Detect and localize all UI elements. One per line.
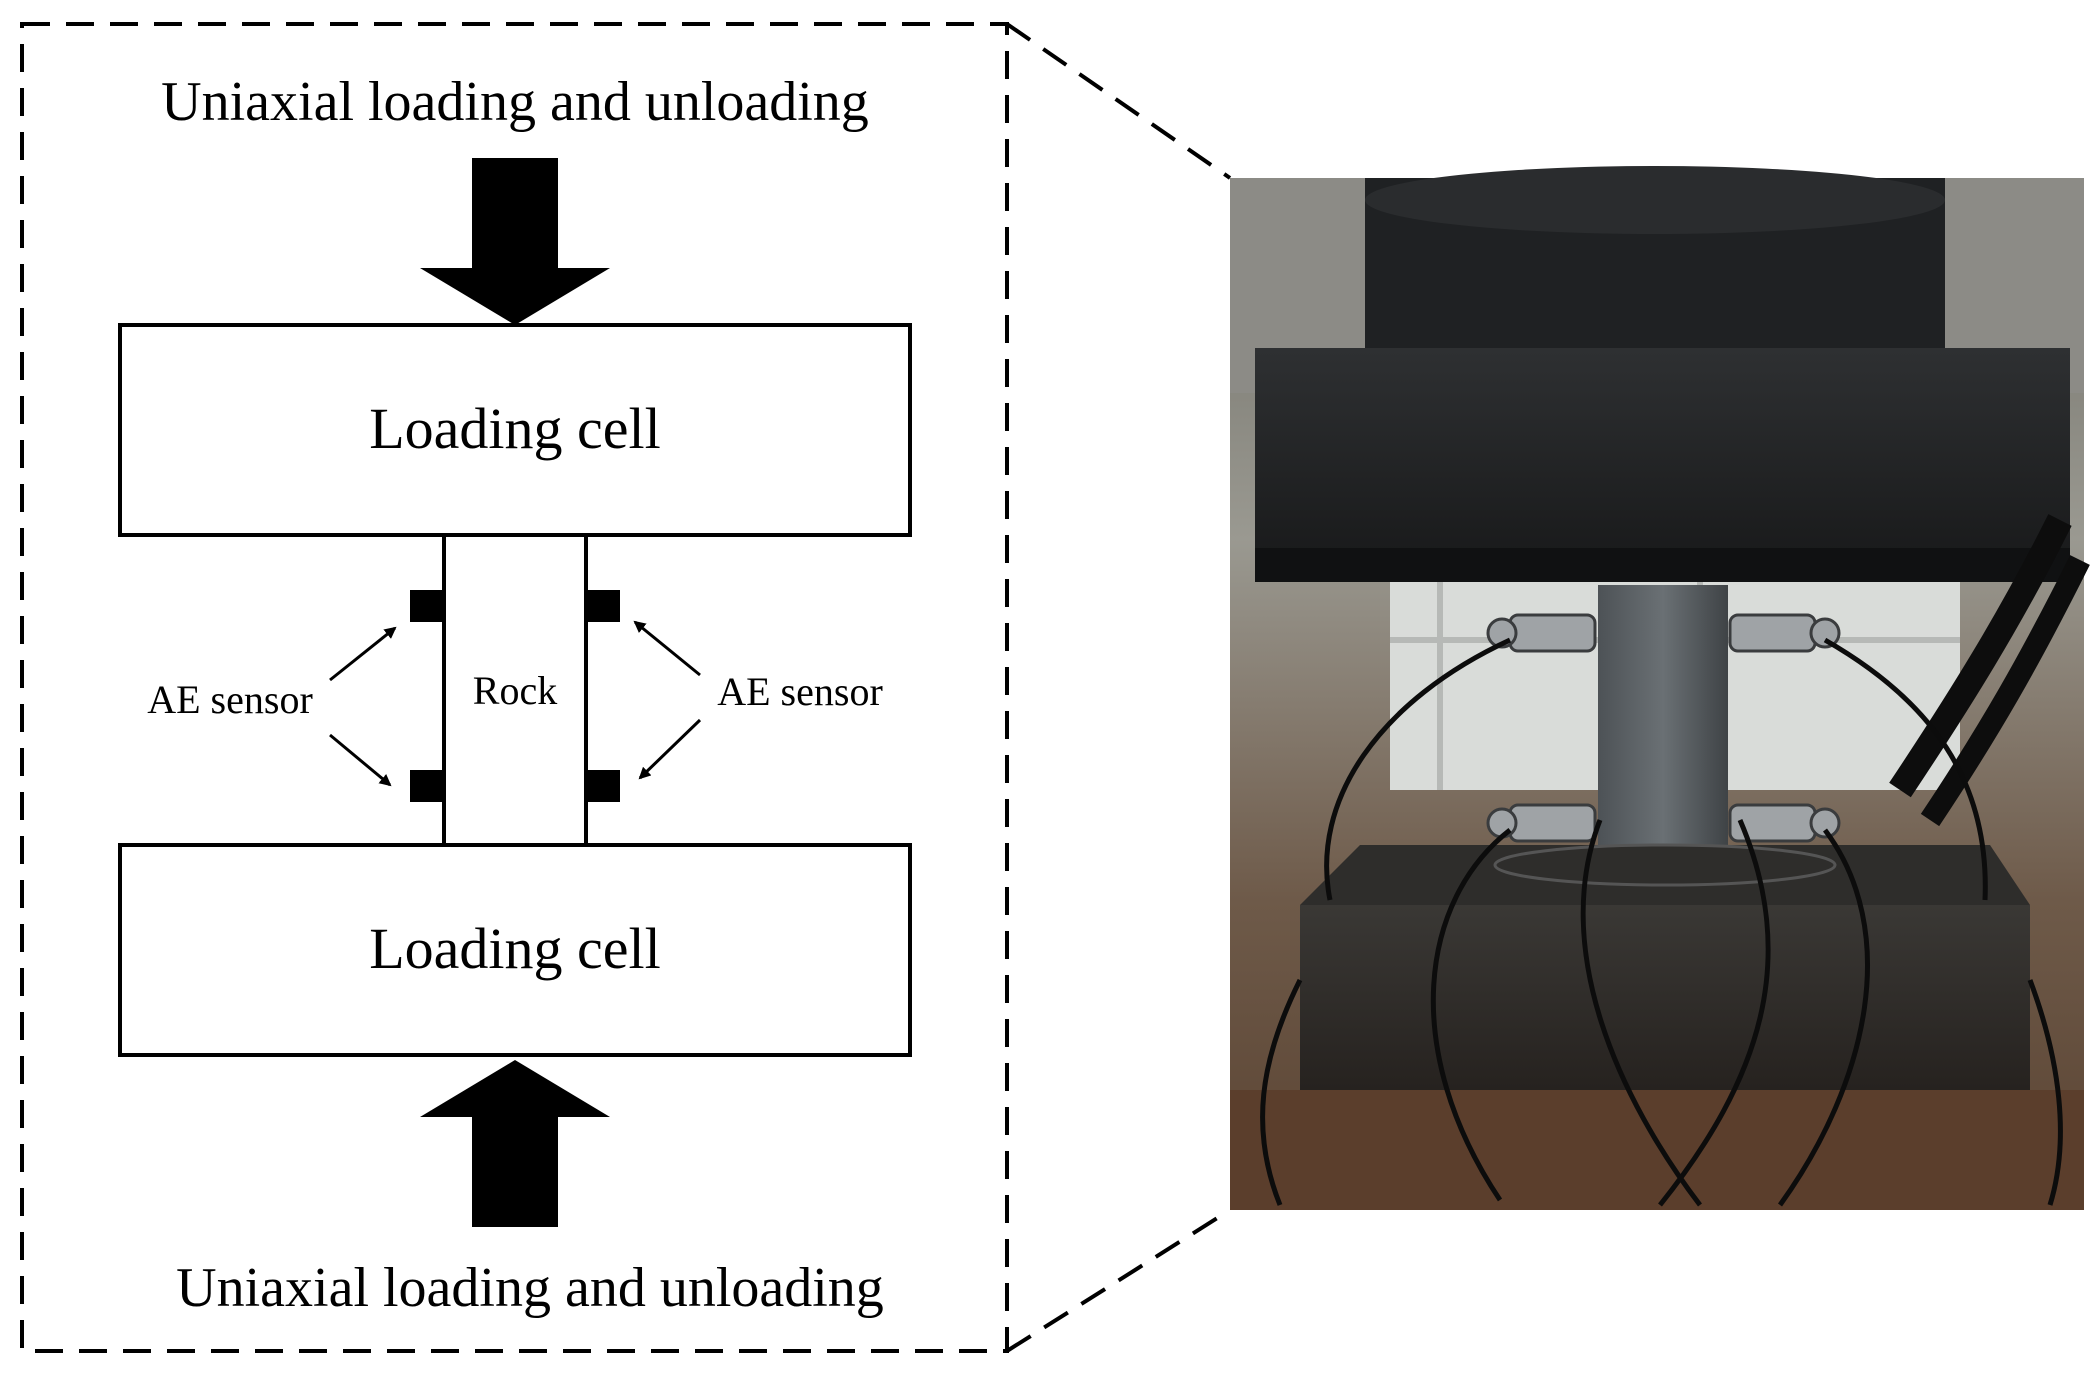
schematic-frame [20,22,1009,1353]
bottom-load-arrow [420,1060,610,1227]
ae-sensor-left-top [410,590,444,622]
left-sensor-label: AE sensor [147,677,313,722]
rock-specimen [442,533,588,847]
rock-label: Rock [473,668,557,713]
zoom-connector-lines [1005,22,1232,1353]
bottom-loading-cell [118,843,912,1057]
top-load-label: Uniaxial loading and unloading [161,71,869,133]
left-sensor-pointers [329,626,397,787]
ae-sensor-left-bottom [410,770,444,802]
ae-sensor-right-bottom [586,770,620,802]
photo-rock-specimen [1598,585,1728,885]
top-loading-cell-label: Loading cell [369,396,661,461]
photo-bottom-platen [1300,905,2030,1090]
ae-sensors [410,590,620,802]
right-sensor-label: AE sensor [717,669,883,714]
bottom-loading-cell-label: Loading cell [369,916,661,981]
ae-sensor-right-top [586,590,620,622]
bottom-load-label: Uniaxial loading and unloading [176,1257,884,1319]
top-load-arrow [420,158,610,325]
right-sensor-pointers [633,620,702,780]
test-setup-photo [1230,166,2090,1210]
